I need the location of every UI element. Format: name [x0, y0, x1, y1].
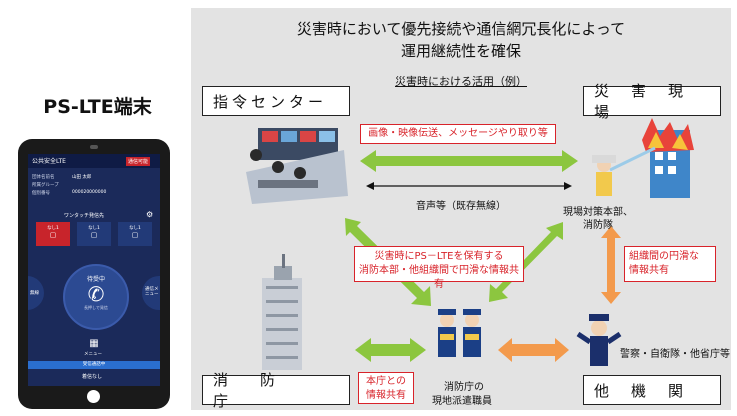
- arrow-image-sharing: [360, 150, 578, 172]
- center-note-line-1: 災害時にPS－LTEを保有する: [374, 251, 504, 262]
- phone-icon: ✆: [87, 282, 105, 306]
- footer-text: 着信なし: [82, 374, 103, 380]
- box-other-agencies: 他機関: [583, 375, 721, 405]
- org-note-line-2: 情報共有: [629, 265, 669, 276]
- contact-button-3[interactable]: なし1 ▢: [118, 222, 152, 246]
- gear-icon[interactable]: ⚙: [146, 210, 154, 219]
- status-bar: 受信通話中: [28, 361, 160, 369]
- contact-icon: ▢: [131, 231, 139, 239]
- menu-icon[interactable]: ▦: [89, 338, 99, 349]
- phone-camera: [90, 145, 98, 149]
- info-row-2-label: 所属グループ: [32, 183, 59, 188]
- fire-agency-building: [262, 254, 302, 370]
- side-button-right[interactable]: 通信メニュー: [142, 276, 160, 310]
- hq-label-1: 現場対策本部、: [563, 207, 633, 218]
- subheading: 災害時における活用（例）: [395, 75, 527, 88]
- info-row-1-value: 山田 太郎: [72, 175, 92, 180]
- arrow-orange-vertical: [601, 226, 621, 304]
- image-sharing-box: 画像・映像伝送、メッセージやり取り等: [360, 124, 556, 144]
- phone-screen: 公共安全LTE 通信可能 団体名前名 山田 太郎 所属グループ 個別番号 000…: [28, 154, 160, 386]
- agency-note-line-2: 情報共有: [366, 390, 406, 401]
- police-label: 警察・自衛隊・他省庁等: [620, 349, 730, 360]
- info-row-3-value: 000020000000: [72, 190, 107, 195]
- contact-icon: ▢: [49, 231, 57, 239]
- phone-device: 公共安全LTE 通信可能 団体名前名 山田 太郎 所属グループ 個別番号 000…: [18, 139, 170, 409]
- arrow-orange-horizontal: [498, 338, 569, 362]
- call-button[interactable]: 待受中 ✆ 長押しで発信: [63, 264, 129, 330]
- contact-label: なし1: [47, 226, 59, 231]
- status-badge[interactable]: 通信可能: [126, 157, 151, 166]
- police-officer-illustration: [576, 314, 622, 366]
- contact-button-1[interactable]: なし1 ▢: [36, 222, 70, 246]
- call-sub: 長押しで発信: [84, 305, 108, 310]
- contact-label: なし1: [88, 226, 100, 231]
- center-note-line-2: 消防本部・他組織間で円滑な情報共有: [359, 265, 519, 290]
- box-command-center: 指令センター: [202, 86, 350, 116]
- box-fire-agency: 消防庁: [202, 371, 350, 410]
- menu-label: メニュー: [84, 352, 102, 357]
- center-note-box: 災害時にPS－LTEを保有する 消防本部・他組織間で円滑な情報共有: [354, 246, 524, 290]
- arrow-voice: [366, 182, 572, 190]
- box-other-agencies-label: 他機関: [594, 381, 706, 400]
- box-fire-agency-label: 消防庁: [213, 371, 308, 410]
- box-command-center-label: 指令センター: [213, 92, 328, 111]
- phone-home-button[interactable]: [87, 390, 100, 403]
- org-note-box: 組織間の円滑な 情報共有: [624, 246, 716, 282]
- dispatch-label-1: 消防庁の: [444, 382, 484, 393]
- contact-button-2[interactable]: なし1 ▢: [77, 222, 111, 246]
- box-disaster-site-label: 災害現場: [594, 82, 706, 121]
- contact-icon: ▢: [90, 231, 98, 239]
- contact-label: なし1: [129, 226, 141, 231]
- app-title: 公共安全LTE: [32, 158, 66, 165]
- side-button-left[interactable]: 無線: [28, 276, 44, 310]
- hq-label-2: 消防隊: [583, 220, 613, 231]
- headline-line-1: 災害時において優先接続や通信網冗長化によって: [296, 20, 626, 38]
- info-row-1-label: 団体名前名: [32, 175, 55, 180]
- status-bar-label: 受信通話中: [82, 362, 106, 367]
- image-sharing-label: 画像・映像伝送、メッセージやり取り等: [368, 128, 548, 139]
- arrow-agency-to-staff: [355, 338, 426, 362]
- arrow-disaster-to-staff: [489, 222, 563, 302]
- info-row-3-label: 個別番号: [32, 191, 50, 196]
- dispatch-label-2: 現地派遣職員: [432, 396, 492, 407]
- headline-line-2: 運用継続性を確保: [400, 42, 521, 60]
- box-disaster-site: 災害現場: [583, 82, 721, 121]
- voice-label: 音声等（既存無線）: [416, 201, 506, 212]
- onetouch-label: ワンタッチ発信先: [64, 213, 105, 219]
- dispatched-staff-illustration: [438, 309, 481, 357]
- disaster-site-illustration: [592, 118, 694, 198]
- agency-note-box: 本庁との 情報共有: [358, 372, 414, 404]
- side-label-right: 通信メニュー: [145, 287, 159, 297]
- side-label-left: 無線: [30, 291, 39, 296]
- command-center-illustration: [246, 128, 348, 204]
- device-title: PS-LTE端末: [43, 96, 152, 118]
- agency-note-line-1: 本庁との: [366, 376, 406, 387]
- org-note-line-1: 組織間の円滑な: [629, 251, 699, 262]
- call-status: 待受中: [86, 276, 105, 283]
